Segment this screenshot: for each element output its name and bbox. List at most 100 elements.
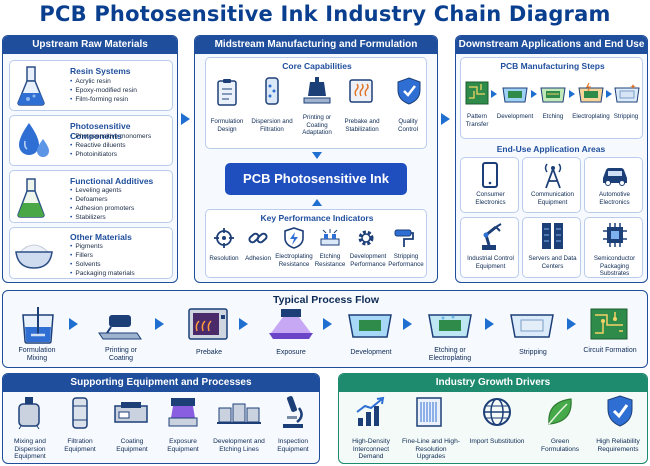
process-step-label: Circuit Formation	[583, 347, 637, 354]
drivers-header: Industry Growth Drivers	[339, 374, 647, 392]
arrow-right-icon	[181, 113, 190, 125]
functional-additives-card: Functional Additives Leveling agents Def…	[9, 170, 173, 223]
end-use-card: Consumer Electronics	[460, 157, 519, 213]
list-item: Photoinitiators	[70, 150, 151, 159]
list-item: Leveling agents	[70, 186, 134, 195]
microscope-icon	[283, 396, 303, 428]
other-materials-title: Other Materials	[70, 232, 132, 242]
arrow-down-icon	[312, 152, 322, 159]
kpi-title: Key Performance Indicators	[260, 213, 374, 223]
end-use-label: Consumer Electronics	[475, 191, 506, 206]
mixing-tank-icon	[22, 307, 54, 344]
smartphone-icon	[482, 162, 498, 188]
functional-additives-list: Leveling agents Defoamers Adhesion promo…	[70, 186, 134, 222]
arrow-up-icon	[312, 199, 322, 206]
kpi-label: Electroplating Resistance	[275, 253, 313, 268]
stripping-tray-icon	[614, 84, 640, 103]
resin-systems-title: Resin Systems	[70, 66, 131, 76]
pcb-steps-title: PCB Manufacturing Steps	[500, 61, 605, 71]
end-use-label: Industrial Control Equipment	[467, 255, 514, 270]
process-step-label: Etching or Electroplating	[428, 347, 472, 362]
core-capability-label: Dispersion and Filtration	[251, 118, 293, 133]
server-rack-icon	[542, 223, 563, 249]
driver-label: High Reliability Requirements	[596, 438, 640, 453]
production-line-icon	[217, 403, 261, 424]
kpi-label: Development Performance	[349, 253, 387, 268]
arrow-right-icon	[531, 90, 537, 98]
end-use-label: Semiconductor Packaging Substrates	[593, 255, 636, 277]
kpi-label: Resolution	[209, 255, 239, 262]
list-item: Epoxy-modified resin	[70, 86, 137, 95]
bolt-shield-icon	[284, 227, 304, 249]
equipment-label: Mixing and Dispersion Equipment	[14, 438, 46, 460]
equipment-panel: Supporting Equipment and Processes Mixin…	[2, 373, 320, 464]
antenna-tower-icon	[544, 163, 562, 189]
driver-label: Green Formulations	[540, 438, 580, 453]
crosshair-icon	[214, 228, 234, 248]
arrow-right-icon	[323, 318, 332, 330]
arrow-right-icon	[441, 113, 450, 125]
process-flow-header: Typical Process Flow	[272, 294, 379, 306]
upstream-header: Upstream Raw Materials	[3, 36, 177, 54]
flask-icon	[17, 178, 45, 218]
etching-tank-icon	[428, 314, 472, 338]
core-capabilities-card: Core Capabilities Formulation Design Dis…	[205, 57, 427, 149]
center-product-box: PCB Photosensitive Ink	[225, 163, 407, 195]
pcb-step-label: Stripping	[613, 113, 639, 120]
filter-column-icon	[265, 77, 279, 105]
clipboard-icon	[217, 79, 237, 106]
list-item: Photosensitive monomers	[70, 132, 151, 141]
growth-chart-icon	[356, 396, 385, 426]
list-item: Fillers	[70, 251, 135, 260]
exposure-lamp-icon	[269, 309, 313, 339]
resin-systems-list: Acrylic resin Epoxy-modified resin Film-…	[70, 77, 137, 104]
roller-coater-icon	[98, 315, 142, 340]
list-item: Reactive diluents	[70, 141, 151, 150]
globe-icon	[483, 398, 511, 426]
end-use-label: Servers and Data Centers	[528, 255, 577, 270]
process-step-label: Printing or Coating	[105, 347, 137, 362]
gear-icon	[358, 230, 374, 246]
electroplating-tray-icon	[578, 82, 604, 103]
arrow-right-icon	[491, 90, 497, 98]
pcb-step-label: Etching	[542, 113, 564, 120]
chip-icon	[603, 223, 627, 247]
etch-layers-icon	[320, 229, 340, 246]
core-capability-label: Quality Control	[398, 118, 418, 133]
equipment-label: Inspection Equipment	[277, 438, 309, 453]
resin-systems-card: Resin Systems Acrylic resin Epoxy-modifi…	[9, 60, 173, 111]
pcb-step-label: Pattern Transfer	[465, 113, 489, 128]
end-use-label: Communication Equipment	[531, 191, 574, 206]
droplets-icon	[19, 123, 49, 157]
arrow-right-icon	[569, 90, 575, 98]
leaf-icon	[548, 398, 572, 425]
driver-label: High-Density Interconnect Demand	[352, 438, 390, 460]
end-use-card: Semiconductor Packaging Substrates	[584, 217, 643, 278]
arrow-right-icon	[239, 318, 248, 330]
coating-machine-icon	[114, 402, 148, 423]
core-capabilities-title: Core Capabilities	[282, 61, 352, 71]
functional-additives-title: Functional Additives	[70, 176, 154, 186]
equipment-label: Development and Etching Lines	[213, 438, 265, 453]
kpi-label: Stripping Performance	[388, 253, 424, 268]
downstream-header: Downstream Applications and End Use	[456, 36, 647, 54]
flask-icon	[17, 66, 45, 106]
kpi-label: Etching Resistance	[314, 253, 346, 268]
list-item: Solvents	[70, 260, 135, 269]
driver-label: Fine-Line and High-Resolution Upgrades	[402, 438, 460, 460]
other-materials-card: Other Materials Pigments Fillers Solvent…	[9, 227, 173, 279]
midstream-panel: Midstream Manufacturing and Formulation …	[194, 35, 438, 283]
page-title: PCB Photosensitive Ink Industry Chain Di…	[39, 2, 611, 26]
end-use-label: Automotive Electronics	[599, 191, 630, 206]
process-flow-panel: Typical Process Flow	[2, 290, 648, 368]
process-step-label: Prebake	[195, 349, 223, 356]
pcb-board-icon	[465, 81, 489, 105]
car-icon	[603, 168, 627, 186]
pcb-step-label: Electroplating	[572, 113, 610, 120]
arrow-right-icon	[403, 318, 412, 330]
list-item: Defoamers	[70, 195, 134, 204]
list-item: Adhesion promoters	[70, 204, 134, 213]
end-use-card: Automotive Electronics	[584, 157, 643, 213]
list-item: Pigments	[70, 242, 135, 251]
oven-icon	[349, 79, 373, 103]
